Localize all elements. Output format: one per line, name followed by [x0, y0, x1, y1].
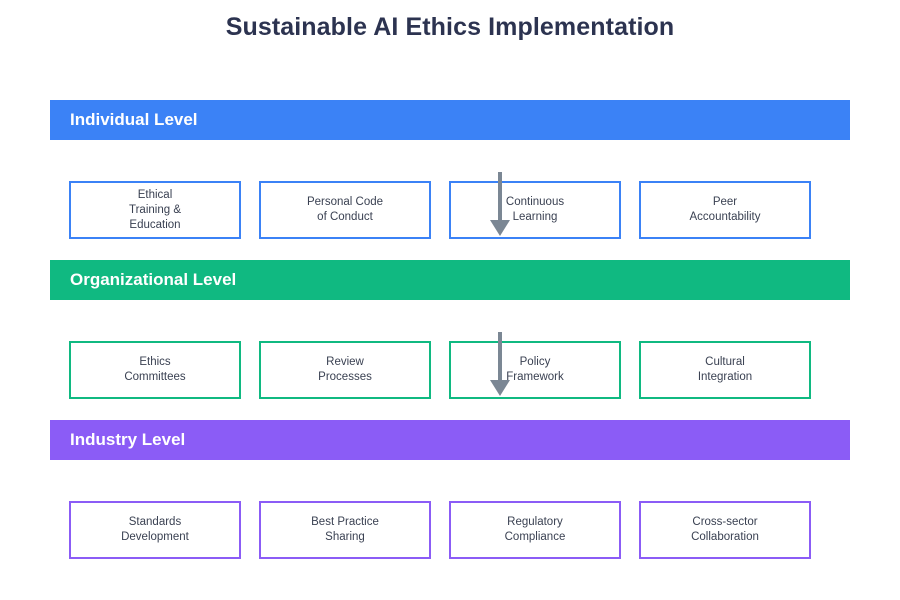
item-label: Policy Framework [506, 356, 564, 383]
level-header-industry[interactable]: Industry Level [50, 420, 850, 460]
item-row-industry: Standards Development Best Practice Shar… [69, 501, 829, 559]
item-box[interactable]: Continuous Learning [449, 181, 621, 239]
item-box[interactable]: Cross-sector Collaboration [639, 501, 811, 559]
item-label: Review Processes [318, 356, 372, 383]
item-label: Ethics Committees [124, 356, 186, 383]
page-title: Sustainable AI Ethics Implementation [225, 13, 675, 41]
level-header-label: Industry Level [70, 430, 186, 449]
item-label: Cultural Integration [697, 356, 753, 383]
item-box[interactable]: Ethical Training & Education [69, 181, 241, 239]
item-row-organizational: Ethics Committees Review Processes Polic… [69, 341, 829, 399]
item-label: Personal Code of Conduct [306, 196, 384, 223]
item-box[interactable]: Standards Development [69, 501, 241, 559]
item-label: Ethical Training & Education [129, 188, 181, 231]
item-box[interactable]: Personal Code of Conduct [259, 181, 431, 239]
level-header-label: Individual Level [70, 110, 198, 129]
level-header-organizational[interactable]: Organizational Level [50, 260, 850, 300]
level-header-individual[interactable]: Individual Level [50, 100, 850, 140]
item-box[interactable]: Ethics Committees [69, 341, 241, 399]
item-label: Cross-sector Collaboration [691, 516, 759, 543]
item-box[interactable]: Regulatory Compliance [449, 501, 621, 559]
item-box[interactable]: Peer Accountability [639, 181, 811, 239]
item-box[interactable]: Review Processes [259, 341, 431, 399]
item-label: Continuous Learning [505, 196, 565, 223]
item-box[interactable]: Best Practice Sharing [259, 501, 431, 559]
item-label: Peer Accountability [689, 196, 761, 223]
level-header-label: Organizational Level [70, 270, 237, 289]
item-box[interactable]: Cultural Integration [639, 341, 811, 399]
item-row-individual: Ethical Training & Education Personal Co… [69, 181, 829, 239]
item-label: Best Practice Sharing [311, 516, 379, 543]
item-label: Regulatory Compliance [504, 516, 566, 543]
item-box[interactable]: Policy Framework [449, 341, 621, 399]
item-label: Standards Development [121, 516, 189, 543]
